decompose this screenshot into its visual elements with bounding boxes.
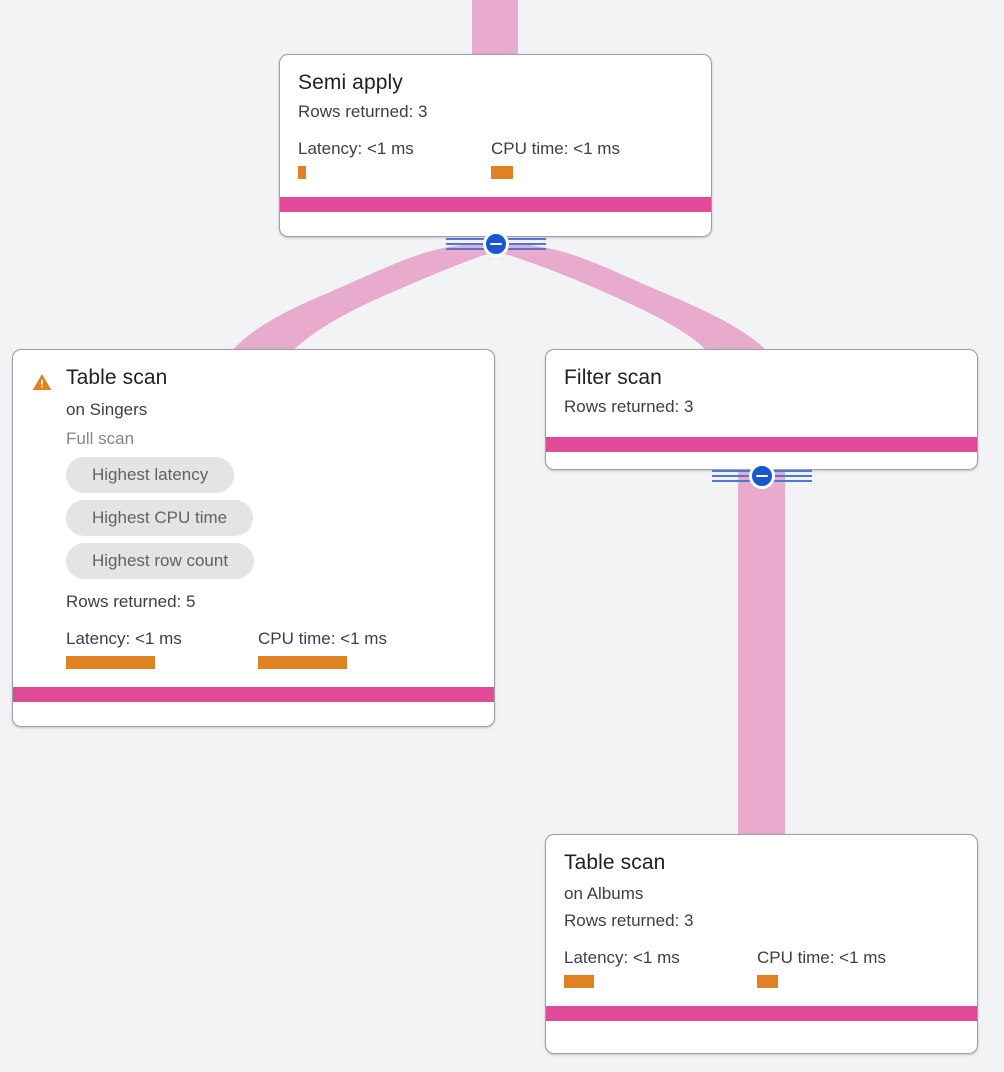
rows-returned: Rows returned: 5 bbox=[66, 592, 196, 611]
metric-latency-label: Latency: <1 ms bbox=[298, 139, 414, 158]
node-title: Filter scan bbox=[564, 366, 662, 389]
rows-returned: Rows returned: 3 bbox=[564, 397, 694, 416]
metric-latency-bar bbox=[564, 975, 594, 988]
metric-latency-label: Latency: <1 ms bbox=[66, 629, 182, 648]
chip-highest-latency: Highest latency bbox=[66, 457, 235, 493]
node-header: Semi apply bbox=[298, 69, 693, 97]
chip-highest-cpu-time: Highest CPU time bbox=[66, 500, 254, 536]
edge-semi-apply-to-table-scan-singers bbox=[231, 243, 500, 352]
metric-latency-bar bbox=[298, 166, 306, 179]
node-title: Table scan bbox=[66, 366, 168, 389]
metric-latency: Latency: <1 ms bbox=[298, 138, 491, 179]
metric-cpu: CPU time: <1 ms bbox=[491, 138, 620, 179]
metrics-row: Latency: <1 ms CPU time: <1 ms bbox=[66, 628, 476, 669]
minus-circle-icon[interactable] bbox=[749, 463, 775, 489]
node-scan-type: Full scan bbox=[66, 429, 135, 448]
metric-latency-bar bbox=[66, 656, 155, 669]
collapse-toggle-semi-apply[interactable] bbox=[446, 231, 546, 257]
metric-cpu-bar bbox=[757, 975, 778, 988]
node-body: Table scan on Singers Full scan Highest … bbox=[13, 350, 494, 687]
node-title: Semi apply bbox=[298, 71, 403, 94]
node-footer-bar bbox=[280, 197, 711, 212]
metrics-row: Latency: <1 ms CPU time: <1 ms bbox=[564, 947, 959, 988]
rows-returned: Rows returned: 3 bbox=[298, 102, 428, 121]
metric-cpu-label: CPU time: <1 ms bbox=[491, 139, 620, 158]
collapse-toggle-filter-scan[interactable] bbox=[712, 463, 812, 489]
chip-highest-row-count: Highest row count bbox=[66, 543, 255, 579]
metric-cpu-label: CPU time: <1 ms bbox=[258, 629, 387, 648]
node-card-table-scan-singers[interactable]: Table scan on Singers Full scan Highest … bbox=[12, 349, 495, 727]
node-footer-bar bbox=[13, 687, 494, 702]
rows-returned: Rows returned: 3 bbox=[564, 911, 694, 930]
node-subtitle: on Albums bbox=[564, 884, 644, 903]
edge-filter-scan-to-table-scan-albums bbox=[738, 470, 785, 842]
metric-latency: Latency: <1 ms bbox=[66, 628, 258, 669]
metric-cpu-bar bbox=[491, 166, 513, 179]
chip-list: Highest latency Highest CPU time Highest… bbox=[66, 457, 476, 579]
metrics-row: Latency: <1 ms CPU time: <1 ms bbox=[298, 138, 693, 179]
metric-cpu-label: CPU time: <1 ms bbox=[757, 948, 886, 967]
node-card-filter-scan[interactable]: Filter scan Rows returned: 3 bbox=[545, 349, 978, 470]
edge-semi-apply-to-filter-scan bbox=[492, 243, 768, 352]
metric-cpu-bar bbox=[258, 656, 347, 669]
metric-cpu: CPU time: <1 ms bbox=[757, 947, 886, 988]
node-header: Filter scan bbox=[564, 364, 959, 392]
node-body: Table scan on Albums Rows returned: 3 La… bbox=[546, 835, 977, 1006]
warning-triangle-icon bbox=[31, 371, 53, 393]
edge-into-semi-apply bbox=[472, 0, 518, 58]
minus-circle-icon[interactable] bbox=[483, 231, 509, 257]
node-header: Table scan bbox=[564, 849, 959, 877]
node-body: Semi apply Rows returned: 3 Latency: <1 … bbox=[280, 55, 711, 197]
node-card-semi-apply[interactable]: Semi apply Rows returned: 3 Latency: <1 … bbox=[279, 54, 712, 237]
node-details: on Singers Full scan Highest latency Hig… bbox=[31, 397, 476, 669]
metric-latency-label: Latency: <1 ms bbox=[564, 948, 680, 967]
metric-latency: Latency: <1 ms bbox=[564, 947, 757, 988]
node-footer-bar bbox=[546, 1006, 977, 1021]
node-header: Table scan bbox=[31, 364, 476, 393]
node-footer-bar bbox=[546, 437, 977, 452]
node-title: Table scan bbox=[564, 851, 666, 874]
metric-cpu: CPU time: <1 ms bbox=[258, 628, 387, 669]
node-card-table-scan-albums[interactable]: Table scan on Albums Rows returned: 3 La… bbox=[545, 834, 978, 1054]
node-body: Filter scan Rows returned: 3 bbox=[546, 350, 977, 437]
node-subtitle: on Singers bbox=[66, 400, 148, 419]
